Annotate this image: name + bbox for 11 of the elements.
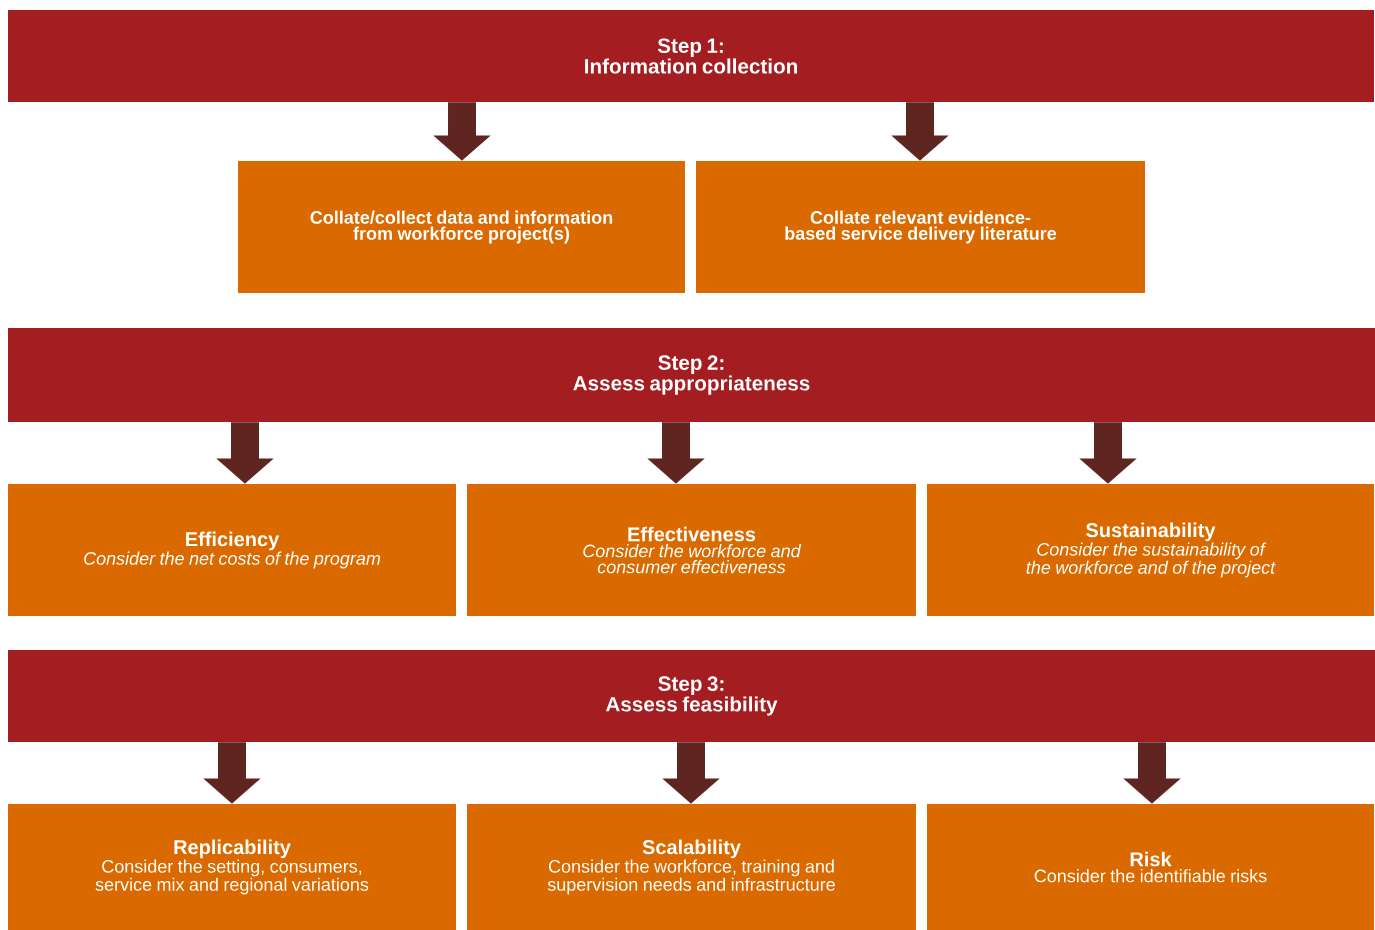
process-box: Collate relevant evidence-based service delivery literature bbox=[696, 161, 1145, 293]
step-banner: Step 3: Assess feasibility bbox=[8, 650, 1375, 742]
process-box: Effectiveness Consider the workforce and consumer effectiveness bbox=[467, 484, 916, 616]
process-box: Replicability Consider the setting, consumers, service mix and regional variations bbox=[8, 804, 456, 930]
process-box: Scalability Consider the workforce, training and supervision needs and infrastructure bbox=[467, 804, 916, 930]
process-box: Collate/collect data and information from workforce project(s) bbox=[238, 161, 685, 293]
process-box: Efficiency Consider the net costs of the program bbox=[8, 484, 456, 616]
process-box: Sustainability Consider the sustainability of the workforce and of the project bbox=[927, 484, 1374, 616]
step-banner: Step 2: Assess appropriateness bbox=[8, 328, 1375, 422]
process-box: Risk Consider the identifiable risks bbox=[927, 804, 1374, 930]
step-banner: Step 1: Information collection bbox=[8, 10, 1374, 102]
